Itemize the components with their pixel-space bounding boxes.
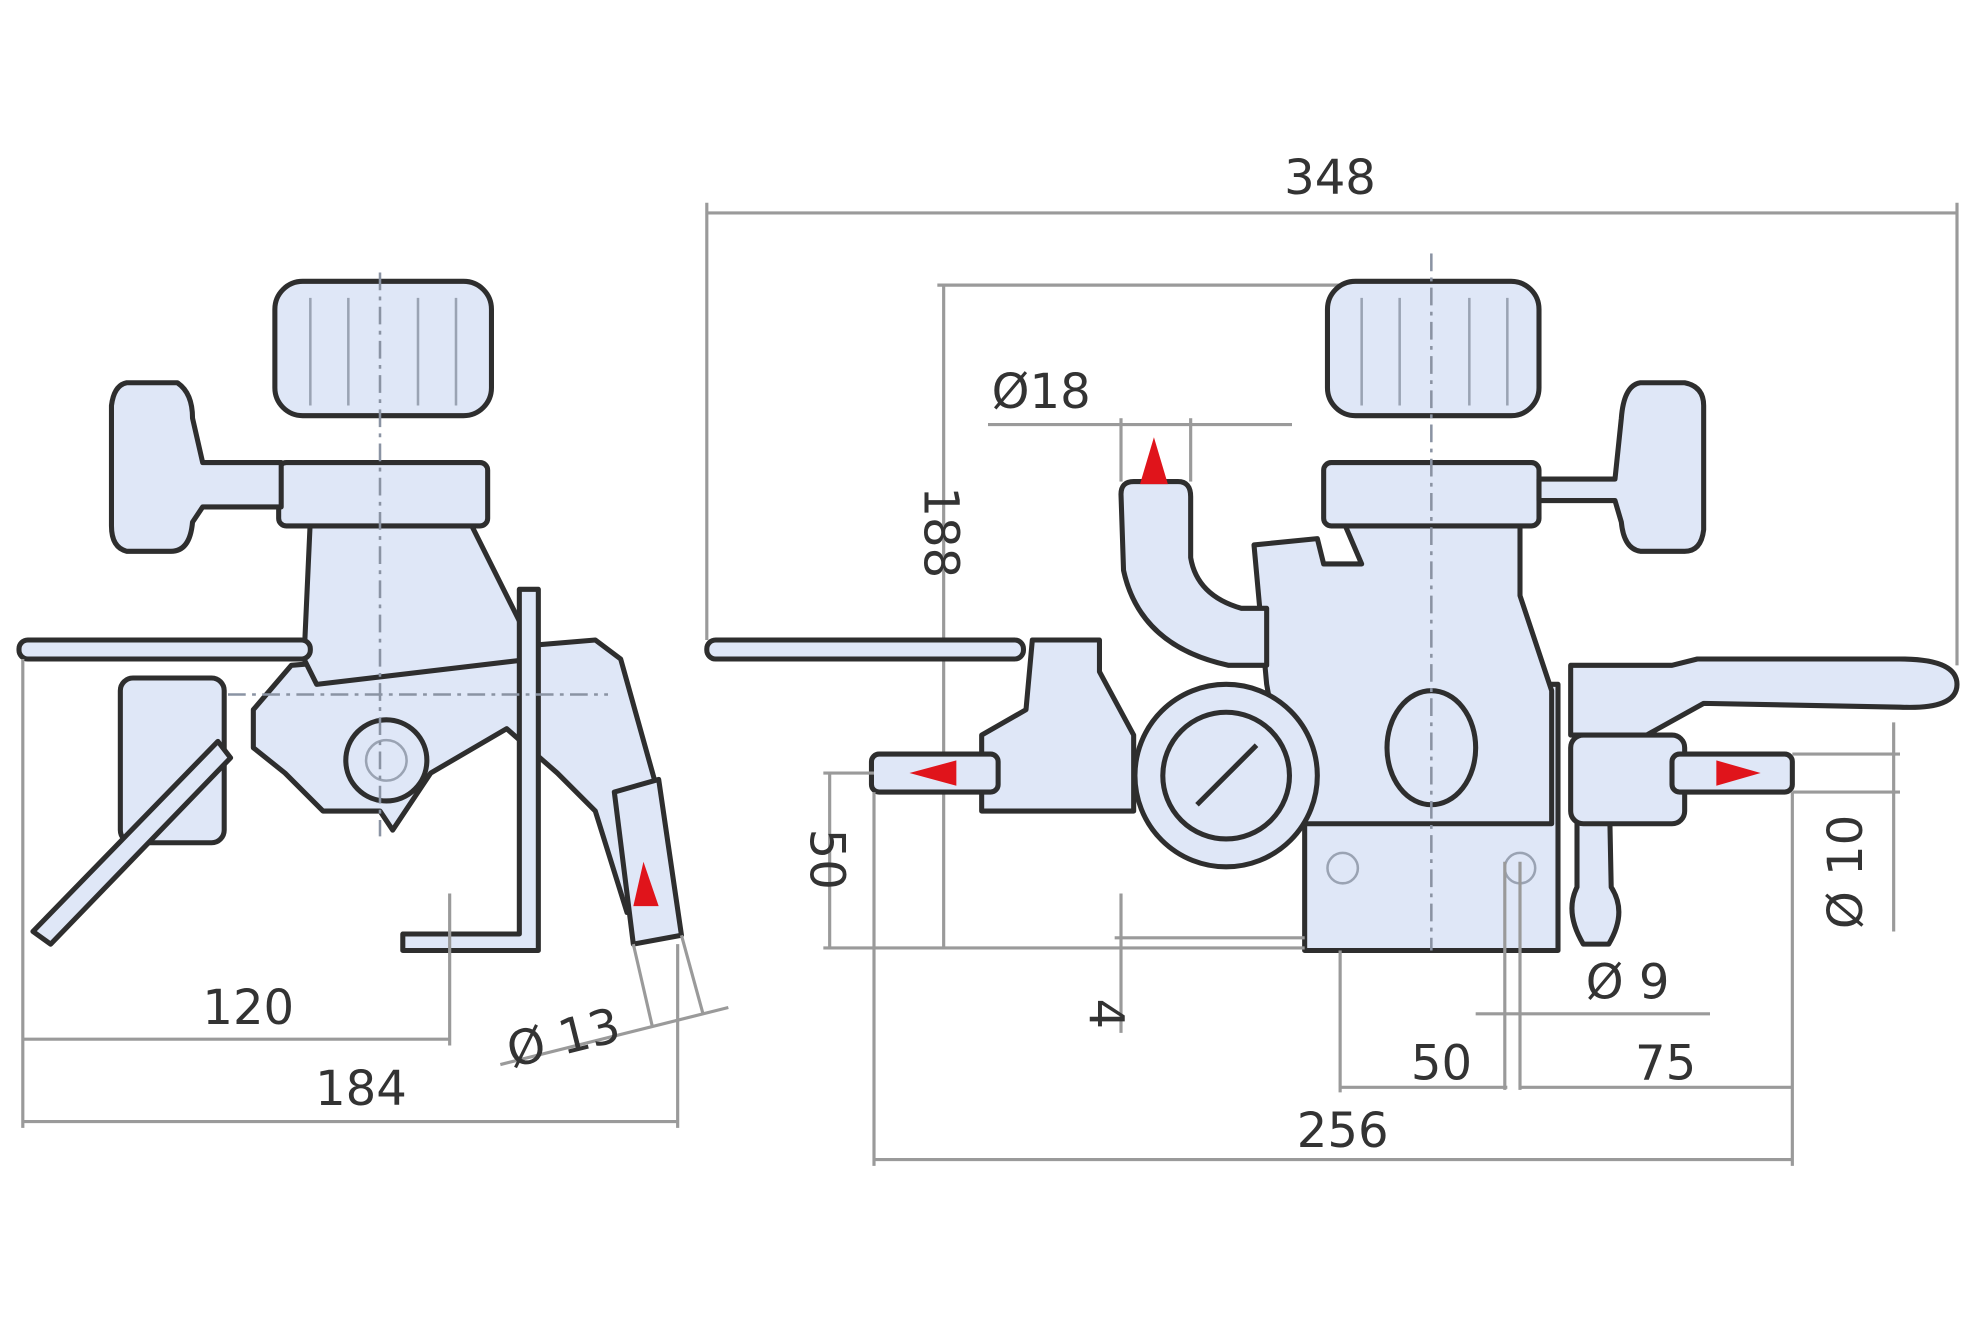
front-flat-bar: [704, 637, 1026, 662]
side-flat-bar: [16, 637, 313, 662]
front-knob: [1324, 278, 1542, 419]
dim-label-120: 120: [202, 980, 294, 1036]
dim-label-4: 4: [1077, 999, 1133, 1030]
dim-label-inlet-18: Ø18: [992, 364, 1091, 420]
dim-label-75: 75: [1635, 1036, 1696, 1092]
front-t-handle: [1536, 380, 1707, 554]
flow-arrow-icon: [909, 760, 957, 786]
front-lever: [1568, 656, 1960, 738]
side-knob: [272, 278, 494, 419]
side-t-handle: [108, 380, 284, 554]
dim-label-outlet-10: Ø 10: [1818, 815, 1874, 929]
front-valve: [979, 637, 1137, 814]
dim-label-256: 256: [1297, 1103, 1389, 1159]
flow-arrow-icon: [633, 861, 659, 907]
side-outlet-pipe: [611, 776, 684, 947]
dim-label-188: 188: [913, 486, 969, 578]
front-inlet-elbow: [1118, 479, 1270, 668]
side-l-bracket: [400, 586, 541, 954]
side-lower-body: [250, 637, 672, 915]
front-outlet-valve: [1568, 732, 1688, 827]
flow-arrow-icon: [1716, 760, 1761, 786]
side-view: 120 184 Ø 13: [16, 272, 729, 1128]
side-port: [343, 717, 430, 804]
dim-label-hole-9: Ø 9: [1586, 955, 1670, 1011]
flow-arrow-icon: [1140, 437, 1168, 485]
side-collar: [276, 460, 491, 529]
dim-label-50: 50: [1411, 1036, 1472, 1092]
dim-label-184: 184: [315, 1061, 407, 1117]
gauge-needle: [1195, 743, 1259, 807]
front-view: 348 188 Ø18: [704, 150, 1960, 1166]
side-body-column: [301, 517, 535, 687]
dim-label-50-vertical: 50: [799, 829, 855, 890]
dim-label-348: 348: [1284, 150, 1376, 206]
dim-label-outlet-13: Ø 13: [501, 997, 626, 1079]
side-diagonal-rod: [30, 738, 234, 947]
